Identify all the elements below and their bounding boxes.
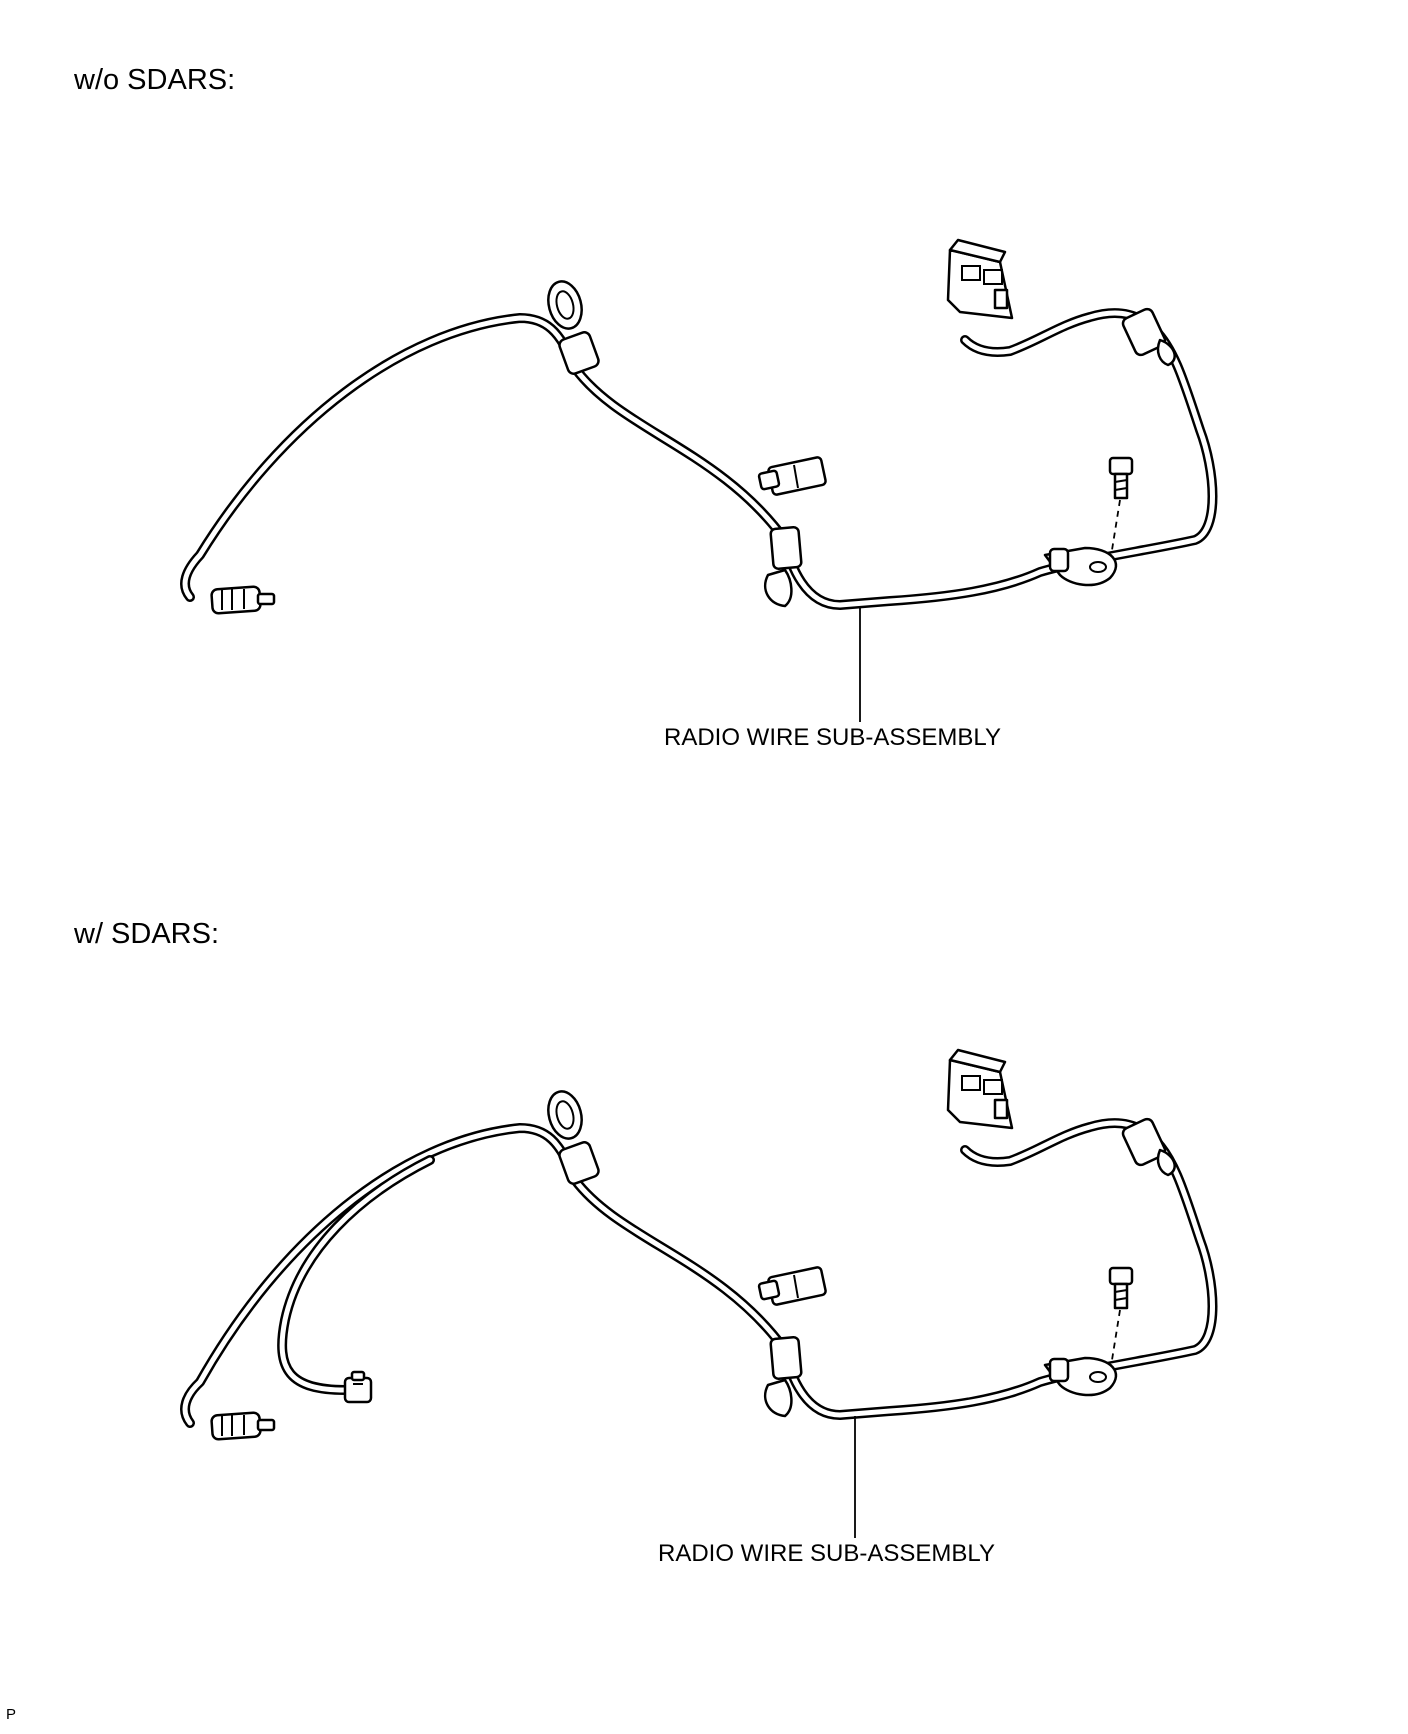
panel-heading-wo-sdars: w/o SDARS: <box>74 64 236 96</box>
branch-connector <box>757 456 827 496</box>
radio-wire-diagram-wo-sdars <box>180 238 1218 722</box>
radio-connector-block <box>946 238 1014 320</box>
radio-connector-block <box>946 1048 1014 1130</box>
ground-bracket <box>1043 546 1118 587</box>
ring-grommet <box>547 280 600 375</box>
right-harness-clamp <box>1121 307 1176 367</box>
branch-connector <box>757 1266 827 1306</box>
callout-label-radio-wire-w-sdars: RADIO WIRE SUB-ASSEMBLY <box>658 1540 995 1567</box>
right-harness-clamp <box>1121 1117 1176 1177</box>
callout-label-radio-wire-wo-sdars: RADIO WIRE SUB-ASSEMBLY <box>664 724 1001 751</box>
harness-clamp <box>763 1336 803 1418</box>
antenna-plug-connector <box>210 1411 276 1441</box>
mounting-bolt <box>1108 1266 1134 1310</box>
antenna-plug-connector <box>210 585 276 615</box>
panel-heading-w-sdars: w/ SDARS: <box>74 918 220 950</box>
mounting-bolt <box>1108 456 1134 500</box>
harness-clamp <box>763 526 803 608</box>
ring-grommet <box>547 1090 600 1185</box>
ground-bracket <box>1043 1356 1118 1397</box>
corner-mark: P <box>6 1706 17 1723</box>
sdars-branch-wire <box>277 1155 435 1395</box>
sdars-connector <box>343 1370 373 1404</box>
radio-wire-diagram-w-sdars <box>180 1048 1218 1538</box>
